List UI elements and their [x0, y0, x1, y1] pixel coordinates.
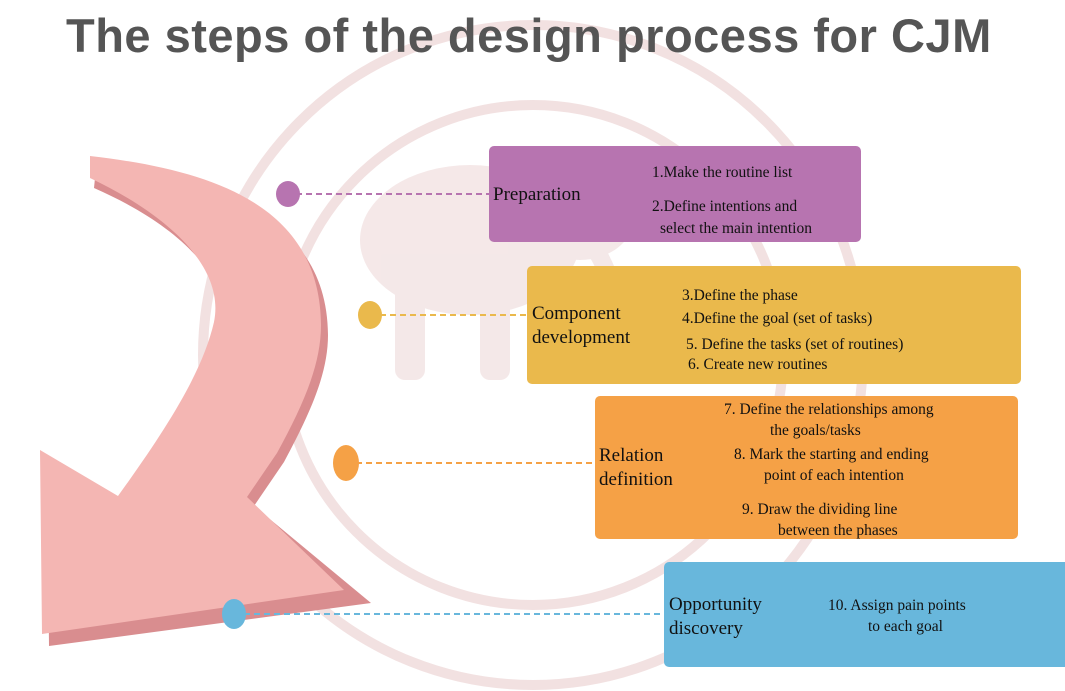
step-6: 6. Create new routines: [688, 356, 828, 373]
phase-box-relation-definition: [595, 396, 1018, 539]
dot-opportunity: [222, 599, 246, 629]
phase-label-preparation: Preparation: [493, 184, 581, 205]
step-1: 1.Make the routine list: [652, 164, 793, 181]
dot-component: [358, 301, 382, 329]
phase-label-opportunity-line-2: discovery: [669, 618, 743, 639]
phase-label-opportunity-line-1: Opportunity: [669, 594, 762, 615]
curved-arrow: [40, 156, 344, 634]
page-title: The steps of the design process for CJM: [66, 9, 992, 62]
step-2-line-1: 2.Define intentions and: [652, 198, 798, 215]
step-9-line-2: between the phases: [778, 522, 898, 539]
phase-label-relation-line-2: definition: [599, 469, 673, 490]
phase-box-component-development: [527, 266, 1021, 384]
phase-label-component-line-2: development: [532, 327, 631, 348]
step-7-line-1: 7. Define the relationships among: [724, 401, 934, 418]
step-3: 3.Define the phase: [682, 287, 798, 304]
phase-label-component-line-1: Component: [532, 303, 621, 324]
dot-preparation: [276, 181, 300, 207]
step-8-line-2: point of each intention: [764, 467, 904, 484]
phase-box-preparation: [489, 146, 861, 242]
step-10-line-1: 10. Assign pain points: [828, 597, 966, 614]
step-4: 4.Define the goal (set of tasks): [682, 310, 873, 327]
step-7-line-2: the goals/tasks: [770, 422, 861, 439]
step-8-line-1: 8. Mark the starting and ending: [734, 446, 929, 463]
step-5: 5. Define the tasks (set of routines): [686, 336, 904, 353]
phase-box-opportunity-discovery: [664, 562, 1065, 667]
dot-relation: [333, 445, 359, 481]
step-10-line-2: to each goal: [868, 618, 943, 635]
phase-label-relation-line-1: Relation: [599, 445, 664, 466]
step-2-line-2: select the main intention: [660, 220, 812, 237]
step-9-line-1: 9. Draw the dividing line: [742, 501, 898, 518]
